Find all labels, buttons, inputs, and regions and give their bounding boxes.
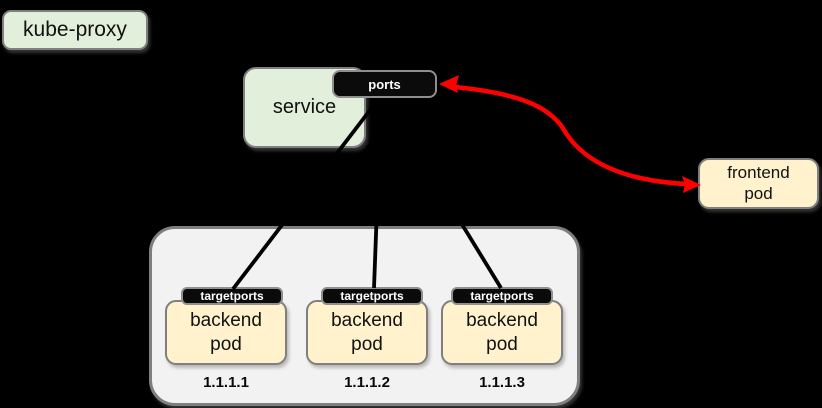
backend-pod-1-label-line1: backend xyxy=(190,310,262,332)
targetports-badge-3: targetports xyxy=(451,287,553,305)
pod-ip-2: 1.1.1.2 xyxy=(344,374,390,391)
pod-ip-label-3: 1.1.1.3 xyxy=(441,374,563,391)
targetports-badge-1-label: targetports xyxy=(200,289,264,303)
pod-ip-label-2: 1.1.1.2 xyxy=(306,374,428,391)
backend-pod-node-1: backend pod xyxy=(165,300,287,365)
targetports-badge-1: targetports xyxy=(181,287,283,305)
pod-ip-label-1: 1.1.1.1 xyxy=(165,374,287,391)
backend-pod-3-label-line1: backend xyxy=(466,310,538,332)
service-label: service xyxy=(272,96,337,118)
targetports-badge-2-label: targetports xyxy=(340,289,404,303)
backend-pod-2-label-line2: pod xyxy=(351,333,383,355)
targetports-badge-3-label: targetports xyxy=(470,289,534,303)
pod-ip-3: 1.1.1.3 xyxy=(479,374,525,391)
backend-pod-node-3: backend pod xyxy=(441,300,563,365)
kube-proxy-label: kube-proxy xyxy=(23,18,127,41)
arrowhead-left-icon xyxy=(439,75,459,93)
targetports-badge-2: targetports xyxy=(321,287,423,305)
backend-pod-node-2: backend pod xyxy=(306,300,428,365)
frontend-pod-label-line2: pod xyxy=(744,183,773,203)
frontend-pod-label-line1: frontend xyxy=(727,162,790,182)
pod-ip-1: 1.1.1.1 xyxy=(203,374,249,391)
backend-pod-1-label-line2: pod xyxy=(210,333,242,355)
kube-proxy-node: kube-proxy xyxy=(2,10,148,50)
backend-pod-2-label-line1: backend xyxy=(331,310,403,332)
frontend-pod-node: frontend pod xyxy=(698,158,819,209)
ports-to-frontend-arrow xyxy=(452,84,689,187)
ports-badge: ports xyxy=(332,70,437,98)
ports-badge-label: ports xyxy=(368,76,401,92)
backend-pod-3-label-line2: pod xyxy=(486,333,518,355)
